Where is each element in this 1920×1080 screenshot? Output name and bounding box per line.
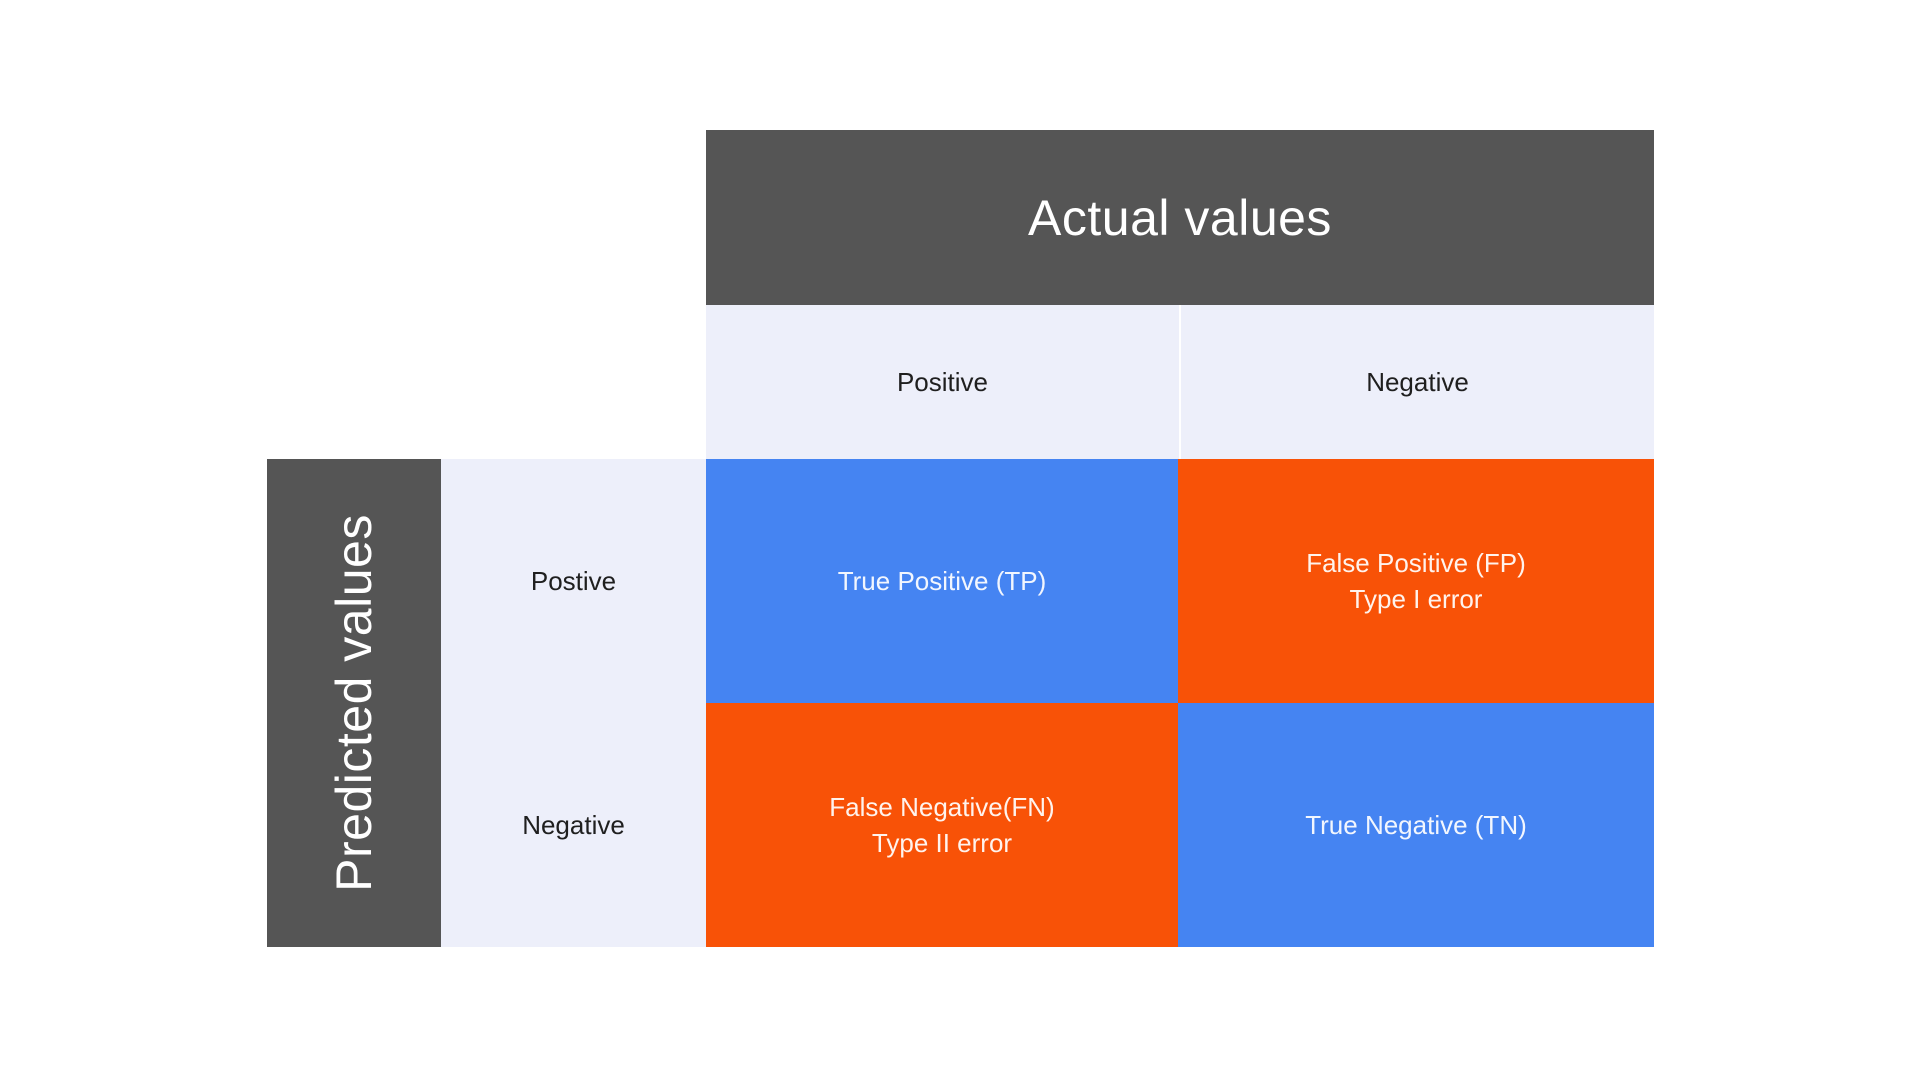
actual-values-label: Actual values xyxy=(1028,189,1332,246)
cell-false-negative-label: False Negative(FN) xyxy=(829,792,1055,822)
column-header-negative-label: Negative xyxy=(1366,366,1469,397)
cell-false-positive-label: False Positive (FP) xyxy=(1306,548,1526,578)
column-header-negative: Negative xyxy=(1181,305,1654,459)
row-header-negative-label: Negative xyxy=(522,809,625,840)
cell-true-positive-label: True Positive (TP) xyxy=(837,566,1047,596)
actual-values-header: Actual values xyxy=(706,130,1654,305)
predicted-values-header: Predicted values xyxy=(267,459,441,947)
column-header-positive-label: Positive xyxy=(896,366,989,397)
column-header-positive: Positive xyxy=(706,305,1179,459)
cell-true-negative: True Negative (TN) xyxy=(1178,703,1654,947)
row-header-positive: Postive xyxy=(441,459,706,703)
cell-true-negative-label: True Negative (TN) xyxy=(1305,810,1527,840)
cell-false-positive-sublabel: Type I error xyxy=(1349,584,1483,614)
predicted-values-label: Predicted values xyxy=(326,514,382,892)
cell-false-positive: False Positive (FP) Type I error xyxy=(1178,459,1654,703)
row-header-positive-label: Postive xyxy=(530,565,617,596)
cell-false-negative-sublabel: Type II error xyxy=(871,828,1013,858)
row-header-negative: Negative xyxy=(441,703,706,947)
cell-false-negative: False Negative(FN) Type II error xyxy=(706,703,1178,947)
cell-true-positive: True Positive (TP) xyxy=(706,459,1178,703)
